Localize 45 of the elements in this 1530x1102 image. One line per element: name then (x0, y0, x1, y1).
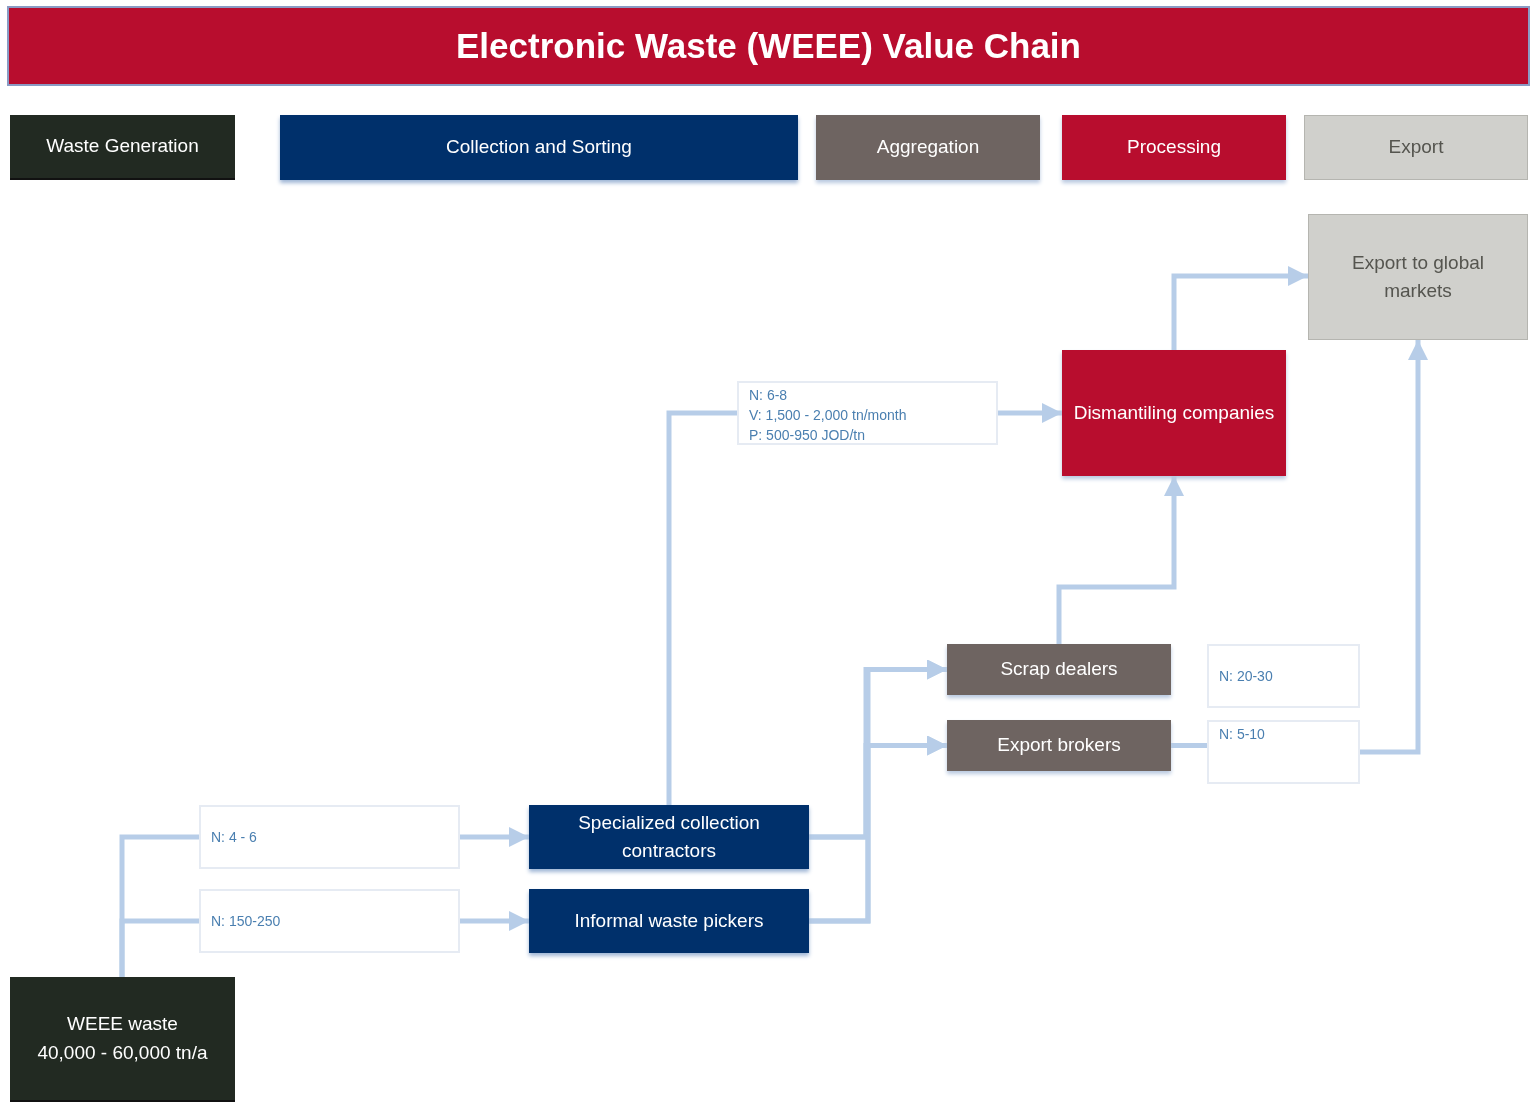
stage-header (280, 115, 798, 180)
node-text: Waste Generation (46, 134, 199, 159)
node-text: Dismantiling companies (1073, 400, 1275, 425)
node-text: N: 5-10 (1219, 725, 1265, 744)
connector-arrow (1056, 476, 1184, 644)
node-text: N: 20-30 (1219, 666, 1273, 686)
connector-arrow (809, 735, 947, 924)
node-text: Export brokers (997, 733, 1121, 758)
connector-arrow (998, 403, 1062, 423)
node-text: P: 500-950 JOD/tn (749, 426, 865, 445)
info-box (199, 805, 460, 869)
stage-box (10, 977, 235, 1102)
node-text: Scrap dealers (1000, 657, 1118, 682)
node-text: 40,000 - 60,000 tn/a (37, 1040, 208, 1065)
node-text: Specialized collection contractors (577, 810, 761, 863)
node-text: N: 4 - 6 (211, 827, 257, 847)
node-text: Informal waste pickers (574, 908, 764, 933)
title-banner: Electronic Waste (WEEE) Value Chain (7, 6, 1530, 86)
stage-header (1062, 115, 1286, 180)
connector-arrow (1360, 340, 1428, 755)
info-box (737, 381, 998, 445)
node-text: Processing (1127, 135, 1221, 160)
connector-arrow (460, 827, 529, 847)
node-text: Export to global markets (1351, 250, 1485, 303)
node-text: N: 150-250 (211, 911, 281, 931)
stage-box (1062, 350, 1286, 476)
info-box (1207, 720, 1360, 784)
info-box (199, 889, 460, 953)
stage-box (529, 805, 809, 869)
node-text: WEEE waste (67, 1012, 178, 1036)
stage-header (1304, 115, 1528, 180)
stage-header (10, 115, 235, 180)
stage-box (947, 720, 1171, 771)
stage-header (816, 115, 1040, 180)
stage-box (947, 644, 1171, 695)
stage-box (1308, 214, 1528, 340)
node-text: Aggregation (876, 135, 980, 160)
info-box (1207, 644, 1360, 708)
node-text: Export (1388, 135, 1444, 160)
node-text: Collection and Sorting (446, 135, 632, 160)
stage-box (529, 889, 809, 953)
node-text: V: 1,500 - 2,000 tn/month (749, 406, 907, 425)
connector-arrow (1171, 266, 1308, 350)
connector-arrow (460, 911, 529, 931)
node-text: N: 6-8 (749, 386, 788, 405)
